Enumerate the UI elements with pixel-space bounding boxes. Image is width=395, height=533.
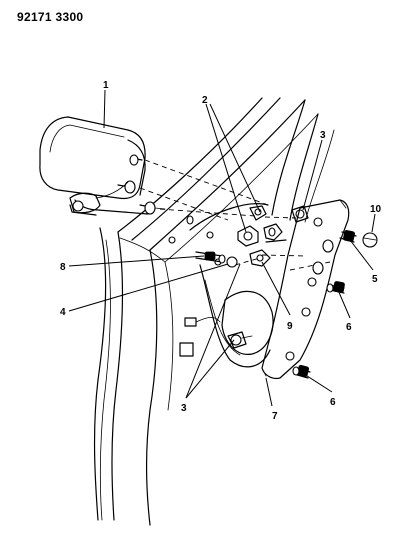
nut-lower-2	[263, 223, 287, 243]
screw-6-upper	[326, 281, 345, 294]
callout-1: 1	[103, 80, 109, 91]
callout-2: 2	[202, 95, 208, 106]
screw-6-lower	[292, 364, 311, 379]
bolt-8	[195, 251, 226, 264]
mirror-stud-upper	[129, 154, 143, 166]
callout-6-lower: 6	[330, 397, 336, 408]
callout-labels: 1 2 3 3 4 5 6 6 7 8 9 10	[60, 80, 382, 422]
callout-3-top: 3	[320, 130, 326, 141]
nut-3-lower	[227, 331, 253, 349]
callout-6-upper: 6	[346, 322, 352, 333]
figure-number: 92171 3300	[17, 10, 84, 24]
callout-10: 10	[370, 204, 382, 215]
door-frame	[93, 97, 335, 526]
leader-lines	[68, 89, 376, 407]
callout-5: 5	[372, 274, 378, 285]
nut-upper-cluster	[237, 205, 267, 247]
washer-4	[226, 256, 238, 268]
callout-4: 4	[60, 307, 66, 318]
mounting-bracket-7	[261, 199, 350, 380]
mirror-stud-lower	[139, 201, 166, 215]
mirror-stud-middle	[117, 180, 136, 194]
alignment-lines	[139, 159, 331, 271]
screw-5	[339, 230, 357, 243]
callout-7: 7	[272, 411, 278, 422]
cap-10	[362, 232, 378, 248]
callout-9: 9	[287, 321, 293, 332]
bracket-nut-9	[249, 249, 271, 267]
callout-8: 8	[60, 262, 66, 273]
callout-3-bottom: 3	[181, 403, 187, 414]
mirror-head	[39, 116, 166, 216]
